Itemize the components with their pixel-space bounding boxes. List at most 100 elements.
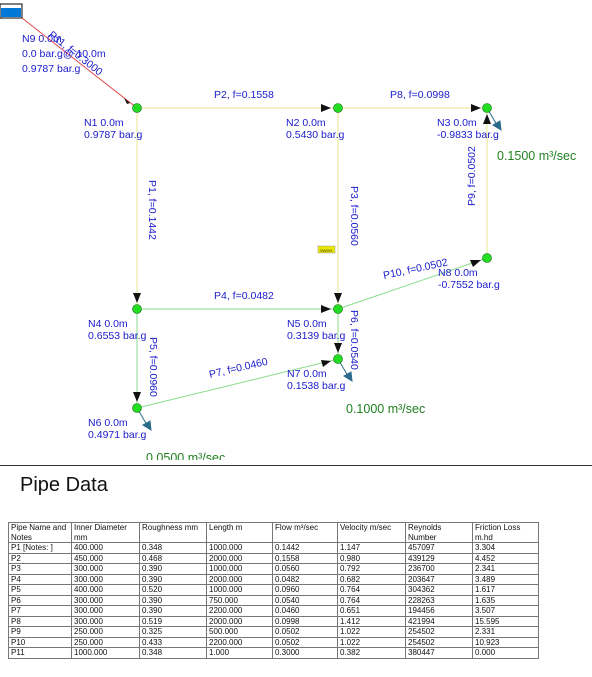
table-cell: 0.3000 <box>272 647 338 659</box>
table-cell: P10 <box>8 636 72 648</box>
table-cell: 300.000 <box>71 605 140 617</box>
table-cell: 0.348 <box>139 542 207 554</box>
table-cell: 0.000 <box>472 647 539 659</box>
arrow-p6-icon <box>334 343 342 353</box>
node-n8[interactable] <box>482 253 492 263</box>
table-cell: 2000.000 <box>206 615 273 627</box>
table-cell: 2.341 <box>472 563 539 575</box>
table-cell: P3 <box>8 563 72 575</box>
table-cell: 304362 <box>405 584 473 596</box>
table-cell: 0.390 <box>139 573 207 585</box>
table-cell: 1.022 <box>337 636 406 648</box>
table-cell: 2.331 <box>472 626 539 638</box>
node-n1-name: N1 0.0m <box>84 117 124 129</box>
node-n9-name: N9 0.0m <box>22 33 62 45</box>
node-n6[interactable] <box>132 403 142 413</box>
table-cell: 2200.000 <box>206 636 273 648</box>
table-cell: 1.617 <box>472 584 539 596</box>
demand-arrow-n3-icon <box>492 120 502 131</box>
node-n5-name: N5 0.0m <box>287 318 327 330</box>
pipe-p3-label: P3, f=0.0560 <box>348 186 360 246</box>
node-n6-name: N6 0.0m <box>88 417 128 429</box>
node-n3[interactable] <box>482 103 492 113</box>
table-cell: 0.520 <box>139 584 207 596</box>
column-header-flow: Flow m³/sec <box>272 522 338 543</box>
node-n5[interactable] <box>333 304 343 314</box>
table-cell: 2000.000 <box>206 573 273 585</box>
table-cell: 10.923 <box>472 636 539 648</box>
table-cell: 0.468 <box>139 552 207 564</box>
table-cell: 250.000 <box>71 626 140 638</box>
table-cell: 0.792 <box>337 563 406 575</box>
table-cell: 0.0560 <box>272 563 338 575</box>
pipe-p11[interactable] <box>21 17 138 109</box>
table-cell: 203647 <box>405 573 473 585</box>
demand-arrow-n6-icon <box>142 420 152 431</box>
table-cell: 3.507 <box>472 605 539 617</box>
table-cell: 450.000 <box>71 552 140 564</box>
table-cell: 0.0540 <box>272 594 338 606</box>
pipe-p6-label: P6, f=0.0540 <box>348 310 360 370</box>
table-cell: 0.980 <box>337 552 406 564</box>
node-n4[interactable] <box>132 304 142 314</box>
pipe-p10[interactable] <box>337 257 488 310</box>
table-cell: 1.000 <box>206 647 273 659</box>
table-cell: 0.0482 <box>272 573 338 585</box>
arrow-p5-icon <box>133 392 141 402</box>
table-cell: 254502 <box>405 626 473 638</box>
table-cell: 1000.000 <box>206 563 273 575</box>
pipe-p7-label: P7, f=0.0460 <box>208 356 269 381</box>
table-cell: 0.390 <box>139 594 207 606</box>
node-n6-pressure: 0.4971 bar.g <box>88 429 147 441</box>
table-cell: 0.1558 <box>272 552 338 564</box>
table-cell: 0.433 <box>139 636 207 648</box>
table-cell: 380447 <box>405 647 473 659</box>
table-cell: 254502 <box>405 636 473 648</box>
node-n2[interactable] <box>333 103 343 113</box>
table-cell: P7 <box>8 605 72 617</box>
table-cell: P11 <box>8 647 72 659</box>
table-cell: 1.412 <box>337 615 406 627</box>
table-cell: P1 [Notes: ] <box>8 542 72 554</box>
pipe-p2-label: P2, f=0.1558 <box>214 89 274 101</box>
node-n5-pressure: 0.3139 bar.g <box>287 330 346 342</box>
pipe-p8-label: P8, f=0.0998 <box>390 89 450 101</box>
table-cell: 236700 <box>405 563 473 575</box>
column-header-roughness: Roughness mm <box>139 522 207 543</box>
node-n4-pressure: 0.6553 bar.g <box>88 330 147 342</box>
node-n1-pressure: 0.9787 bar.g <box>84 129 143 141</box>
node-n9-pressure: 0.0 bar.g@ 10.0m <box>22 48 106 60</box>
flow-arrows <box>124 98 491 402</box>
table-cell: 1000.000 <box>206 542 273 554</box>
column-header-velocity: Velocity m/sec <box>337 522 406 543</box>
pipe-p1-label: P1, f=0.1442 <box>146 180 158 240</box>
table-cell: 457097 <box>405 542 473 554</box>
node-n7[interactable] <box>333 354 343 364</box>
table-cell: 0.325 <box>139 626 207 638</box>
table-cell: 1000.000 <box>206 584 273 596</box>
demand-n7-label: 0.1000 m³/sec <box>346 402 425 416</box>
table-cell: P9 <box>8 626 72 638</box>
table-cell: 4.452 <box>472 552 539 564</box>
arrow-p2-icon <box>321 104 331 112</box>
pipe-p9-label: P9, f=0.0502 <box>466 146 478 206</box>
node-n2-name: N2 0.0m <box>286 117 326 129</box>
table-cell: 300.000 <box>71 563 140 575</box>
node-n1[interactable] <box>132 103 142 113</box>
table-cell: P4 <box>8 573 72 585</box>
section-divider <box>0 465 592 466</box>
table-cell: 300.000 <box>71 615 140 627</box>
pipe-p7[interactable] <box>136 358 339 409</box>
pipe-data-title: Pipe Data <box>20 474 108 496</box>
table-cell: 3.489 <box>472 573 539 585</box>
table-cell: 3.304 <box>472 542 539 554</box>
table-cell: 400.000 <box>71 584 140 596</box>
